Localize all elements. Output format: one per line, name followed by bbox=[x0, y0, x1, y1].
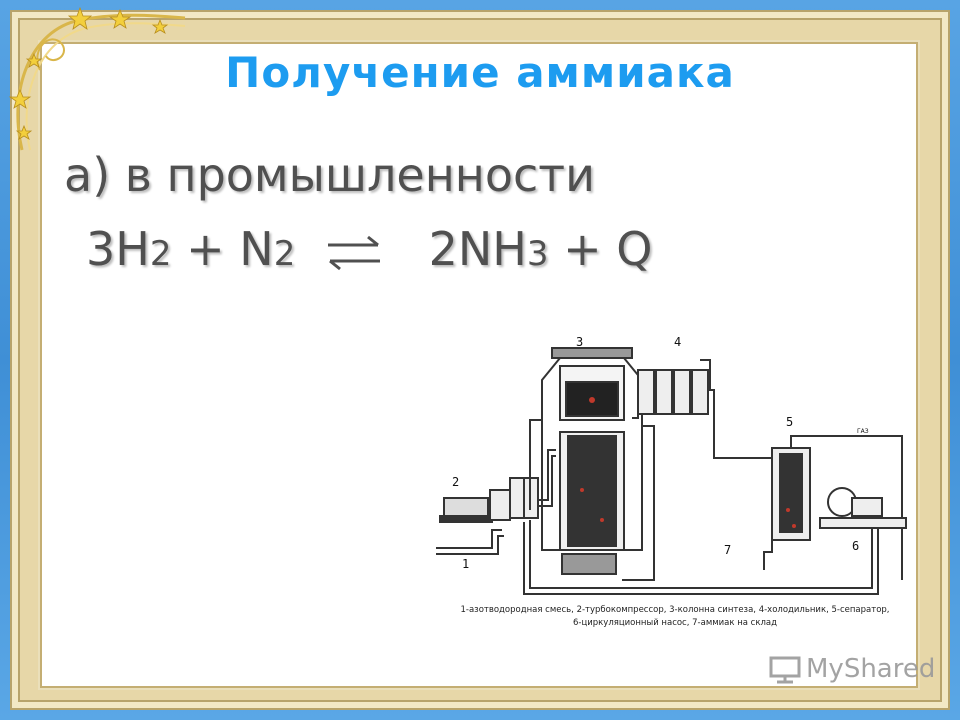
label-4: 4 bbox=[674, 335, 681, 349]
reversible-arrow-icon bbox=[327, 235, 380, 270]
caption-line-1: 1-азотводородная смесь, 2-турбокомпрессо… bbox=[460, 605, 890, 615]
watermark: MyShared bbox=[768, 654, 935, 684]
eq-ammonia-sub: 3 bbox=[526, 234, 549, 274]
eq-ammonia: 2NH bbox=[428, 222, 527, 276]
label-5: 5 bbox=[786, 415, 793, 429]
label-gas: ГАЗ bbox=[857, 428, 869, 435]
eq-nitrogen-sub: 2 bbox=[273, 234, 296, 274]
label-1: 1 bbox=[462, 557, 469, 571]
slide-paper bbox=[40, 42, 918, 688]
presentation-icon bbox=[769, 656, 801, 684]
label-6: 6 bbox=[852, 539, 859, 553]
eq-heat: + Q bbox=[548, 222, 653, 276]
label-2: 2 bbox=[452, 475, 459, 489]
watermark-text: MyShared bbox=[806, 654, 936, 684]
eq-hydrogen: 3H bbox=[86, 222, 150, 276]
label-3: 3 bbox=[576, 335, 583, 349]
reaction-equation: 3H2 + N2 2NH3 + Q bbox=[86, 222, 653, 276]
label-7: 7 bbox=[724, 543, 731, 557]
eq-nitrogen: + N bbox=[171, 222, 274, 276]
ammonia-plant-diagram: 3 4 5 2 1 7 6 ГАЗ bbox=[436, 335, 907, 595]
slide-title: Получение аммиака bbox=[225, 48, 735, 97]
diagram-caption: 1-азотводородная смесь, 2-турбокомпрессо… bbox=[440, 604, 910, 630]
slide-subtitle: а) в промышленности bbox=[64, 148, 595, 202]
eq-hydrogen-sub: 2 bbox=[149, 234, 172, 274]
star-decoration bbox=[8, 6, 186, 151]
caption-line-2: 6-циркуляционный насос, 7-аммиак на скла… bbox=[572, 618, 778, 628]
